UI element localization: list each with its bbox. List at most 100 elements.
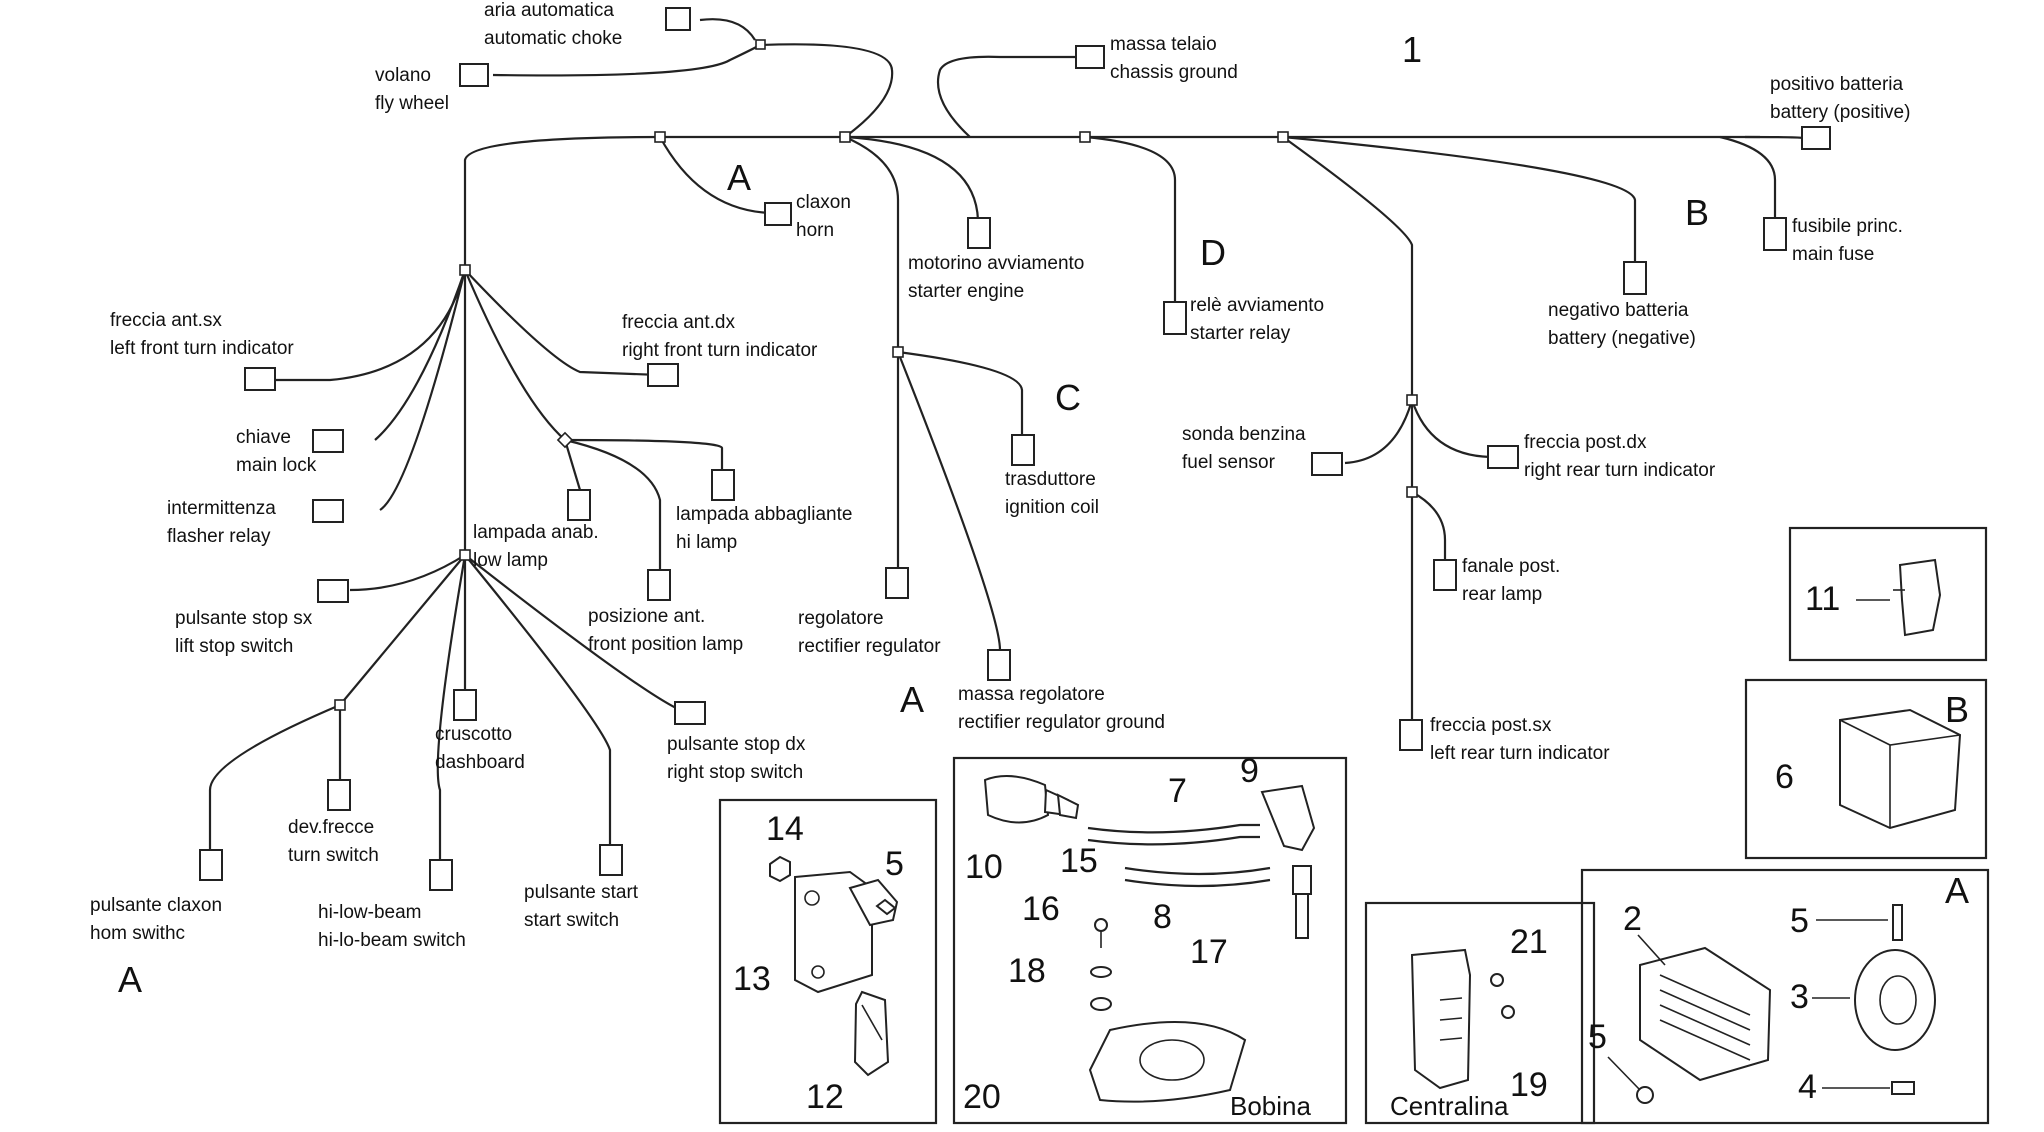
label-start-switch-it: pulsante start bbox=[524, 882, 639, 903]
label-chassis-ground-en: chassis ground bbox=[1110, 62, 1238, 83]
part-number-14: 14 bbox=[766, 810, 804, 848]
part-number-5-bracket: 5 bbox=[885, 845, 904, 883]
section-letter-a-top: A bbox=[727, 157, 751, 198]
panel-title-centralina: Centralina bbox=[1390, 1091, 1509, 1121]
label-starter-relay-en: starter relay bbox=[1190, 323, 1291, 344]
label-horn-it: claxon bbox=[796, 192, 851, 213]
panel-ignition-coil: 10 15 7 9 8 16 17 18 20 Bobina bbox=[952, 752, 1348, 1125]
harness-wires bbox=[208, 18, 1803, 860]
label-front-position-lamp-en: front position lamp bbox=[588, 634, 743, 655]
label-front-position-lamp-it: posizione ant. bbox=[588, 606, 705, 627]
label-dashboard-it: cruscotto bbox=[435, 724, 512, 745]
label-flasher-relay-it: intermittenza bbox=[167, 498, 276, 519]
connectors bbox=[199, 7, 1831, 891]
part-number-5-horn: 5 bbox=[1790, 902, 1809, 940]
harness-number: 1 bbox=[1402, 29, 1422, 70]
label-regulator-ground-en: rectifier regulator ground bbox=[958, 712, 1165, 733]
label-main-lock-it: chiave bbox=[236, 427, 291, 448]
label-choke-en: automatic choke bbox=[484, 28, 622, 49]
wire-junctions bbox=[334, 39, 1418, 711]
panel-letter-b: B bbox=[1945, 689, 1969, 730]
part-number-13: 13 bbox=[733, 960, 771, 998]
label-rear-lamp-en: rear lamp bbox=[1462, 584, 1542, 605]
label-left-front-turn-en: left front turn indicator bbox=[110, 338, 294, 359]
panel-bracket: 14 5 13 12 bbox=[718, 798, 938, 1125]
label-horn-switch-it: pulsante claxon bbox=[90, 895, 222, 916]
label-horn-en: horn bbox=[796, 220, 834, 241]
label-main-fuse-it: fusibile princ. bbox=[1792, 216, 1903, 237]
panel-battery: B 6 bbox=[1744, 678, 1988, 860]
part-number-19: 19 bbox=[1510, 1066, 1548, 1104]
label-hi-lamp-it: lampada abbagliante bbox=[676, 504, 852, 525]
part-number-10: 10 bbox=[965, 848, 1003, 886]
harness-labels: aria automatica automatic choke volano f… bbox=[90, 0, 1910, 1000]
label-left-stop-switch-it: pulsante stop sx bbox=[175, 608, 313, 629]
label-battery-negative-it: negativo batteria bbox=[1548, 300, 1689, 321]
part-number-17: 17 bbox=[1190, 933, 1228, 971]
label-left-rear-turn-it: freccia post.sx bbox=[1430, 715, 1552, 736]
panel-letter-a: A bbox=[1945, 870, 1969, 911]
part-number-11: 11 bbox=[1805, 580, 1840, 618]
label-horn-switch-en: hom swithc bbox=[90, 923, 185, 944]
label-right-front-turn-it: freccia ant.dx bbox=[622, 312, 735, 333]
label-turn-switch-en: turn switch bbox=[288, 845, 379, 866]
part-number-8: 8 bbox=[1153, 898, 1172, 936]
label-dashboard-en: dashboard bbox=[435, 752, 525, 773]
label-battery-negative-en: battery (negative) bbox=[1548, 328, 1696, 349]
label-chassis-ground-it: massa telaio bbox=[1110, 34, 1217, 55]
label-choke-it: aria automatica bbox=[484, 0, 614, 21]
panel-control-unit: 21 19 Centralina bbox=[1364, 901, 1596, 1125]
label-left-stop-switch-en: lift stop switch bbox=[175, 636, 293, 657]
label-right-front-turn-en: right front turn indicator bbox=[622, 340, 818, 361]
label-regulator-en: rectifier regulator bbox=[798, 636, 941, 657]
panel-relay: 11 bbox=[1788, 526, 1988, 662]
label-fuel-sensor-en: fuel sensor bbox=[1182, 452, 1276, 473]
label-flywheel-en: fly wheel bbox=[375, 93, 449, 114]
part-number-12: 12 bbox=[806, 1078, 844, 1116]
label-main-lock-en: main lock bbox=[236, 455, 317, 476]
label-start-switch-en: start switch bbox=[524, 910, 619, 931]
label-flasher-relay-en: flasher relay bbox=[167, 526, 271, 547]
part-number-4: 4 bbox=[1798, 1068, 1817, 1106]
label-battery-positive-it: positivo batteria bbox=[1770, 74, 1904, 95]
label-battery-positive-en: battery (positive) bbox=[1770, 102, 1910, 123]
label-main-fuse-en: main fuse bbox=[1792, 244, 1874, 265]
label-fuel-sensor-it: sonda benzina bbox=[1182, 424, 1306, 445]
label-right-rear-turn-it: freccia post.dx bbox=[1524, 432, 1647, 453]
label-right-stop-switch-it: pulsante stop dx bbox=[667, 734, 806, 755]
section-letter-a-center: A bbox=[900, 679, 924, 720]
part-number-5-regulator: 5 bbox=[1588, 1018, 1607, 1056]
part-number-2: 2 bbox=[1623, 900, 1642, 938]
label-left-front-turn-it: freccia ant.sx bbox=[110, 310, 222, 331]
section-letter-a-left: A bbox=[118, 959, 142, 1000]
panel-regulator-horn: A 2 5 5 3 4 bbox=[1580, 868, 1990, 1125]
part-number-7: 7 bbox=[1168, 772, 1187, 810]
section-letter-d: D bbox=[1200, 232, 1226, 273]
label-hi-lamp-en: hi lamp bbox=[676, 532, 737, 553]
label-ignition-coil-it: trasduttore bbox=[1005, 469, 1096, 490]
section-letter-b: B bbox=[1685, 192, 1709, 233]
label-low-lamp-en: low lamp bbox=[473, 550, 548, 571]
label-flywheel-it: volano bbox=[375, 65, 431, 86]
part-number-3: 3 bbox=[1790, 978, 1809, 1016]
part-number-15: 15 bbox=[1060, 842, 1098, 880]
label-regulator-ground-it: massa regolatore bbox=[958, 684, 1105, 705]
label-low-lamp-it: lampada anab. bbox=[473, 522, 599, 543]
label-turn-switch-it: dev.frecce bbox=[288, 817, 374, 838]
label-hi-lo-beam-it: hi-low-beam bbox=[318, 902, 421, 923]
part-number-16: 16 bbox=[1022, 890, 1060, 928]
part-number-6: 6 bbox=[1775, 758, 1794, 796]
label-starter-engine-it: motorino avviamento bbox=[908, 253, 1084, 274]
part-number-20: 20 bbox=[963, 1078, 1001, 1116]
section-letter-c: C bbox=[1055, 377, 1081, 418]
part-number-9: 9 bbox=[1240, 752, 1259, 790]
label-right-stop-switch-en: right stop switch bbox=[667, 762, 803, 783]
label-ignition-coil-en: ignition coil bbox=[1005, 497, 1099, 518]
label-hi-lo-beam-en: hi-lo-beam switch bbox=[318, 930, 466, 951]
label-rear-lamp-it: fanale post. bbox=[1462, 556, 1560, 577]
label-regulator-it: regolatore bbox=[798, 608, 884, 629]
label-left-rear-turn-en: left rear turn indicator bbox=[1430, 743, 1610, 764]
label-starter-engine-en: starter engine bbox=[908, 281, 1024, 302]
label-starter-relay-it: relè avviamento bbox=[1190, 295, 1324, 316]
